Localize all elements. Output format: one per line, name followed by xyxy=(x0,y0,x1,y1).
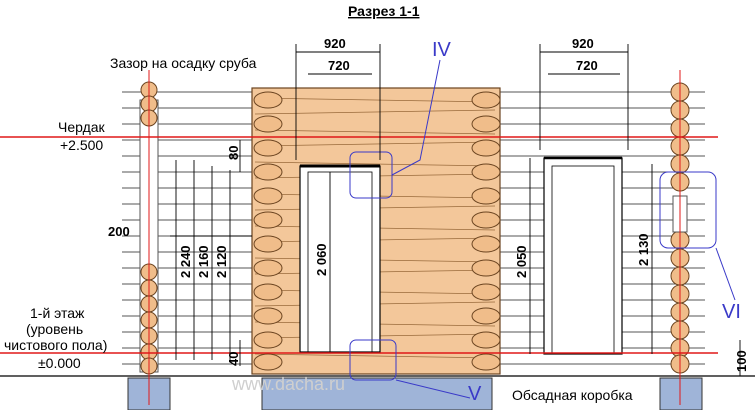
dim-200: 200 xyxy=(108,224,130,239)
callout-iv: IV xyxy=(432,39,452,61)
dim-right-920: 920 xyxy=(572,36,594,51)
callout-vi: VI xyxy=(722,301,741,323)
floor-label-2: (уровень xyxy=(26,321,83,337)
attic-level: +2.500 xyxy=(60,137,103,153)
dim-right-720: 720 xyxy=(576,58,598,73)
attic-label: Чердак xyxy=(58,119,106,135)
cut-wall-section xyxy=(251,87,501,375)
level-lines xyxy=(0,70,718,405)
right-door xyxy=(543,156,623,355)
dim-2160: 2 160 xyxy=(196,245,211,278)
foundations xyxy=(0,375,755,410)
dim-left-920: 920 xyxy=(324,36,346,51)
callout-frames xyxy=(349,59,736,399)
dimension-lines xyxy=(170,44,741,376)
dim-2240: 2 240 xyxy=(178,245,193,278)
gap-note: Зазор на осадку сруба xyxy=(110,55,257,71)
callout-v: V xyxy=(468,383,482,405)
dim-left-720: 720 xyxy=(328,58,350,73)
dim-100: 100 xyxy=(734,350,749,372)
floor-label-1: 1-й этаж xyxy=(30,305,85,321)
dim-2060: 2 060 xyxy=(314,243,329,276)
dim-80: 80 xyxy=(226,146,241,160)
dim-2130: 2 130 xyxy=(636,233,651,266)
dim-2050: 2 050 xyxy=(514,245,529,278)
dim-40: 40 xyxy=(226,352,241,366)
floor-label-3: чистового пола) xyxy=(4,337,107,353)
section-title: Разрез 1-1 xyxy=(348,3,420,19)
dim-2120: 2 120 xyxy=(214,245,229,278)
floor-level: ±0.000 xyxy=(38,355,81,371)
casing-label: Обсадная коробка xyxy=(512,387,633,403)
watermark: www.dacha.ru xyxy=(231,374,345,394)
